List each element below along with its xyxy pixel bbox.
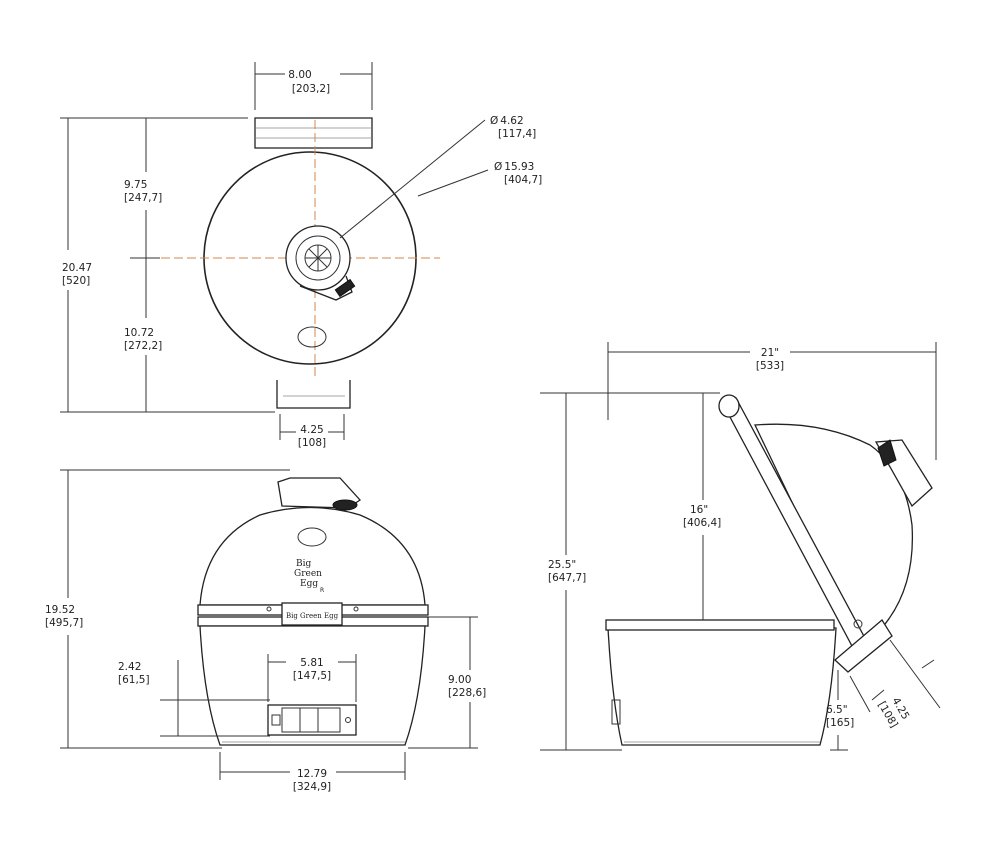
dim-base-w-mm: [324,9] [293, 781, 331, 793]
dim-door-h-mm: [61,5] [118, 674, 150, 686]
dim-upper-in: 9.75 [124, 179, 147, 191]
draft-door-handle [271, 714, 281, 726]
dim-door-w-line [267, 654, 357, 702]
dim-base-h-line [408, 616, 478, 749]
dim-side-width-line [607, 342, 937, 460]
dim-side-width-in: 21" [761, 347, 779, 359]
dim-lid-in: 16" [690, 504, 708, 516]
dim-door-w-mm: [147,5] [293, 670, 331, 682]
lid-vent-grip [877, 439, 897, 467]
dim-door-w-in: 5.81 [300, 657, 323, 669]
vent-leader [339, 119, 486, 239]
dim-lower-in: 10.72 [124, 327, 154, 339]
dim-hinge-h-line [830, 670, 848, 751]
front-dome-vent [297, 527, 327, 547]
vent-cap-inner [295, 235, 341, 281]
logo-line-1: Big [296, 559, 311, 569]
top-view: 8.00 [203,2] 20.47 [520] 9.75 [247,7] 10… [60, 62, 542, 449]
logo-line-2: Green [294, 569, 322, 579]
dim-side-height-line [540, 392, 720, 751]
side-base [607, 627, 837, 746]
front-base [199, 625, 426, 746]
dim-front-height-in: 19.52 [45, 604, 75, 616]
front-vent-oval [297, 326, 327, 348]
dim-top-width-mm: [203,2] [292, 83, 330, 95]
top-hinge-bracket [254, 117, 373, 149]
dim-base-h-in: 9.00 [448, 674, 471, 686]
dim-side-width-mm: [533] [756, 360, 784, 372]
hinge-bracket [834, 619, 893, 673]
vent-cap-petals [305, 245, 331, 271]
dim-foot-line [279, 414, 345, 440]
dome-leader [417, 169, 489, 197]
dim-base-w-line [219, 752, 406, 780]
dim-8-ext [254, 62, 373, 110]
dim-side-height-mm: [647,7] [548, 572, 586, 584]
vent-handle-grip [334, 278, 356, 298]
dim-hinge-h-in: 6.5" [826, 704, 848, 716]
dim-foot-in: 4.25 [300, 424, 323, 436]
dim-total-mm: [520] [62, 275, 90, 287]
band-bolt-right [353, 606, 359, 612]
dim-lid-mm: [406,4] [683, 517, 721, 529]
dim-hinge-h-mm: [165] [826, 717, 854, 729]
front-view: Big Green Egg R Big Green Egg 19.52 [495… [45, 469, 486, 793]
dim-base-w-in: 12.79 [297, 768, 327, 780]
front-vent-grip [332, 499, 358, 511]
draft-door-screw [345, 717, 351, 723]
draft-door-slats [299, 708, 319, 732]
dim-lower-mm: [272,2] [124, 340, 162, 352]
hinge-pin [853, 619, 863, 629]
logo-mark: R [320, 587, 324, 594]
dome-dia-mm: [404,7] [504, 174, 542, 186]
top-foot [276, 380, 351, 409]
logo-line-3: Egg [300, 579, 318, 589]
dim-hinge-w-line [849, 639, 941, 713]
dim-total-in: 20.47 [62, 262, 92, 274]
dim-upper-mm: [247,7] [124, 192, 162, 204]
front-dome [199, 506, 426, 606]
band-bolt-left [266, 606, 272, 612]
band-label: Big Green Egg [286, 612, 339, 620]
side-base-band [605, 619, 835, 631]
draft-door-slider [281, 707, 341, 733]
dim-base-h-mm: [228,6] [448, 687, 486, 699]
side-view: 21" [533] 25.5" [647,7] 16" [406,4] 6.5"… [540, 342, 941, 751]
dim-front-height-mm: [495,7] [45, 617, 83, 629]
dim-left-ext [60, 117, 275, 413]
dim-side-height-in: 25.5" [548, 559, 576, 571]
dim-door-h-in: 2.42 [118, 661, 141, 673]
vent-dia-mm: [117,4] [498, 128, 536, 140]
dim-front-height-ext [60, 469, 290, 749]
side-door-handle [611, 699, 621, 725]
handle-knob [718, 394, 740, 418]
dim-foot-mm: [108] [298, 437, 326, 449]
dim-door-h-line [160, 660, 270, 737]
dim-top-width-in: 8.00 [288, 69, 311, 81]
band-plate [281, 602, 343, 626]
draft-door [267, 704, 357, 736]
